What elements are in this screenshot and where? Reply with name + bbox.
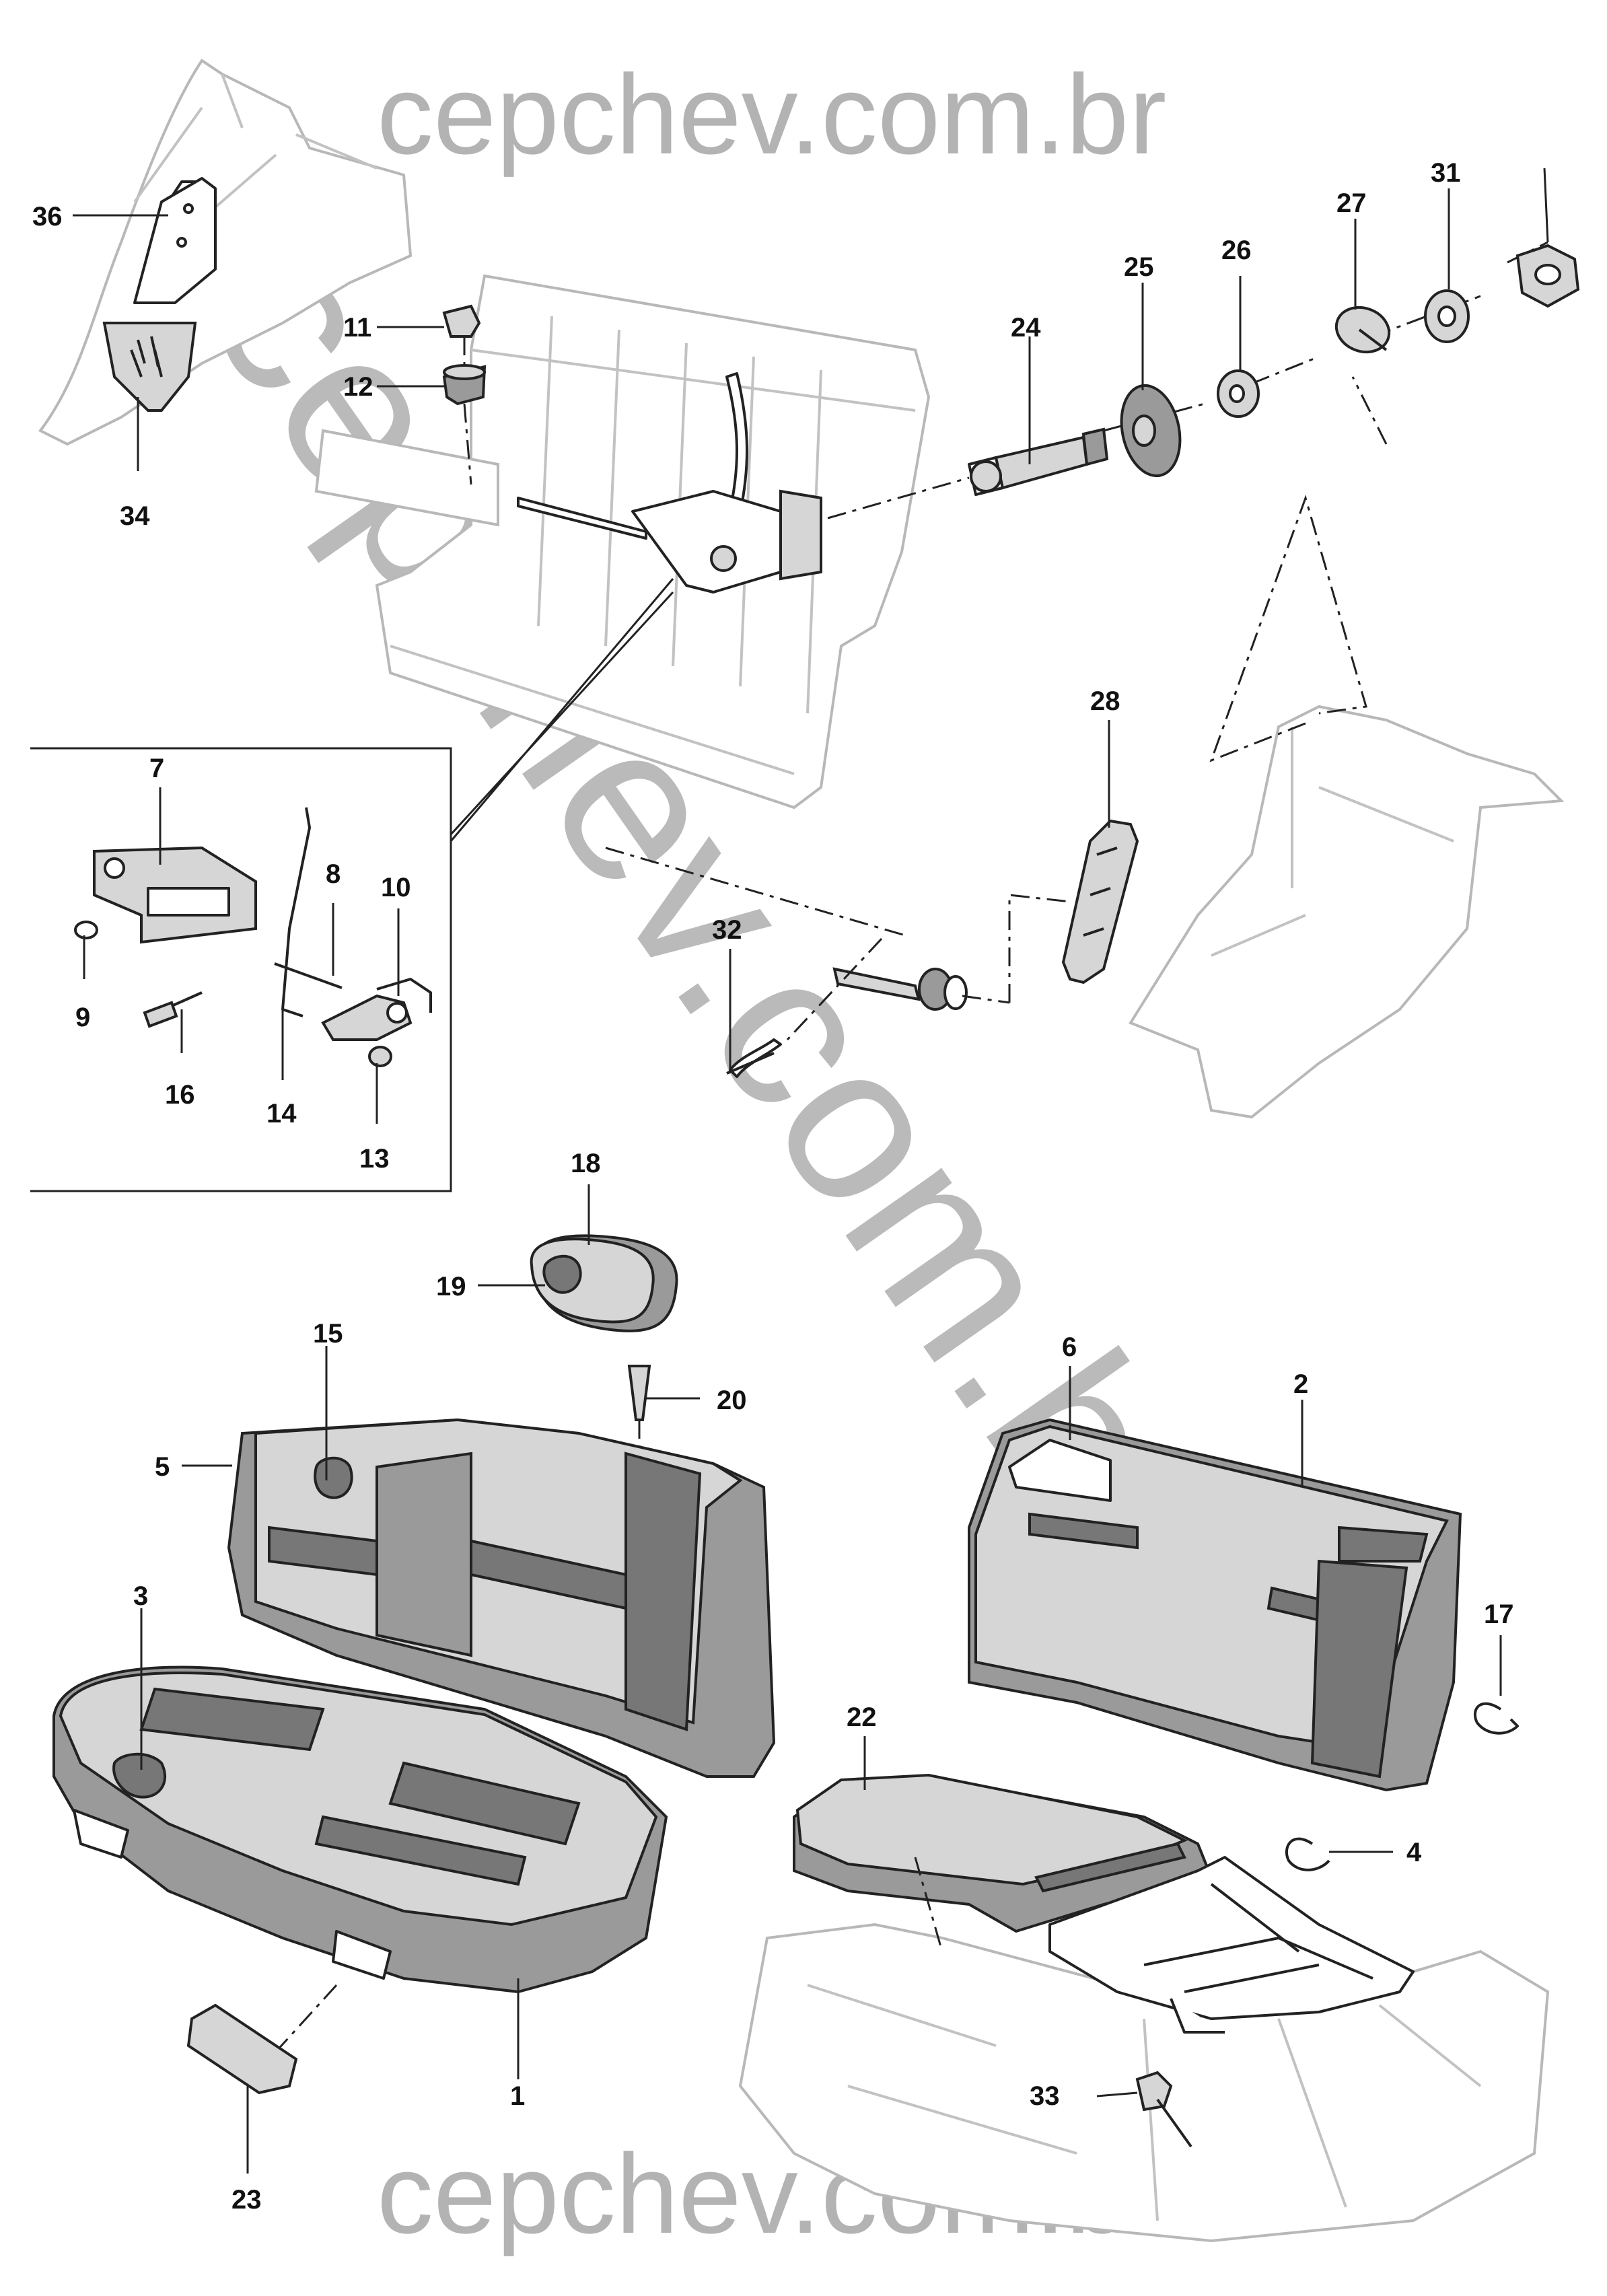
plug-11-icon <box>442 304 481 338</box>
rivet-16-icon <box>143 991 203 1028</box>
foot-cover-23-icon <box>186 2003 298 2095</box>
callout-33: 34 <box>120 501 150 531</box>
callout-27: 26 <box>1221 236 1252 265</box>
callout-9: 9 <box>75 1003 90 1032</box>
callout-19: 19 <box>436 1272 466 1301</box>
bracket-34-icon <box>133 177 217 304</box>
watermark-top: cepchev.com.br <box>377 51 1166 178</box>
clip-4-icon <box>1285 1837 1330 1871</box>
pin-32-icon <box>726 1038 782 1078</box>
seat-cushion-1-icon <box>52 1665 668 1994</box>
detail-inset <box>30 578 674 1192</box>
callout-4: 4 <box>1406 1838 1422 1867</box>
callout-16: 16 <box>165 1080 195 1110</box>
callout-2: 2 <box>1293 1369 1308 1399</box>
callout-7: 7 <box>149 754 164 783</box>
callout-25: 24 <box>1011 313 1041 343</box>
latch-bracket-7-icon <box>93 846 257 944</box>
clip-17-icon <box>1473 1702 1519 1735</box>
striker-plate-31-icon <box>1061 819 1139 984</box>
seat-back-5-icon <box>227 1418 776 1778</box>
washer-36-icon <box>1424 289 1470 343</box>
callout-20: 20 <box>717 1386 747 1415</box>
pin-8-icon <box>274 962 343 989</box>
callout-23: 23 <box>231 2185 262 2215</box>
washer-13-icon <box>368 1046 392 1067</box>
rod-14-icon <box>281 807 311 1017</box>
callout-24: 33 <box>1030 2081 1060 2111</box>
callout-32: 32 <box>712 915 742 945</box>
callout-12: 12 <box>343 372 373 402</box>
shim-28-icon <box>1334 306 1391 354</box>
callout-22: 22 <box>847 1702 877 1732</box>
callout-17: 17 <box>1484 1600 1514 1629</box>
washer-9-icon <box>74 921 98 939</box>
callout-13: 13 <box>359 1144 390 1174</box>
callout-8: 8 <box>326 859 341 889</box>
callout-11: 11 <box>343 313 371 343</box>
bolt-32-icon <box>832 967 968 1011</box>
bracket-33-icon <box>102 322 197 412</box>
washer-26-icon <box>1120 384 1182 478</box>
seat-cushion-22-icon <box>793 1773 1213 1933</box>
latch-mechanism-icon <box>517 372 822 594</box>
callout-15: 15 <box>313 1319 343 1349</box>
callout-18: 18 <box>571 1149 601 1178</box>
callout-10: 10 <box>381 873 411 902</box>
washer-27-icon <box>1217 369 1260 418</box>
leader-lines <box>73 188 1502 2174</box>
callout-14: 14 <box>266 1099 297 1128</box>
seat-back-2-icon <box>968 1418 1462 1792</box>
callout-28: 27 <box>1336 188 1367 218</box>
callout-26: 25 <box>1124 252 1154 282</box>
callout-numbers: 36 34 11 12 24 25 26 27 31 28 32 7 8 10 … <box>32 158 1514 2215</box>
grommet-12-icon <box>442 364 487 406</box>
callout-5: 5 <box>155 1452 170 1482</box>
callout-3: 3 <box>133 1581 148 1611</box>
callout-1: 1 <box>510 2081 525 2111</box>
wire-frame-icon <box>1048 1856 1415 2034</box>
headrest-18-icon <box>530 1234 678 1332</box>
nut-icon <box>1515 244 1580 308</box>
callout-34: 36 <box>32 202 63 231</box>
lever-10-icon <box>321 978 432 1041</box>
callout-36: 31 <box>1431 158 1461 188</box>
body-panel-right <box>1129 705 1565 1119</box>
bolt-24-icon <box>1135 2071 1192 2148</box>
striker-bolt-25-icon <box>968 427 1109 496</box>
seat-back-frame <box>314 274 931 810</box>
callout-31: 28 <box>1090 686 1120 716</box>
callout-6: 6 <box>1062 1332 1077 1362</box>
